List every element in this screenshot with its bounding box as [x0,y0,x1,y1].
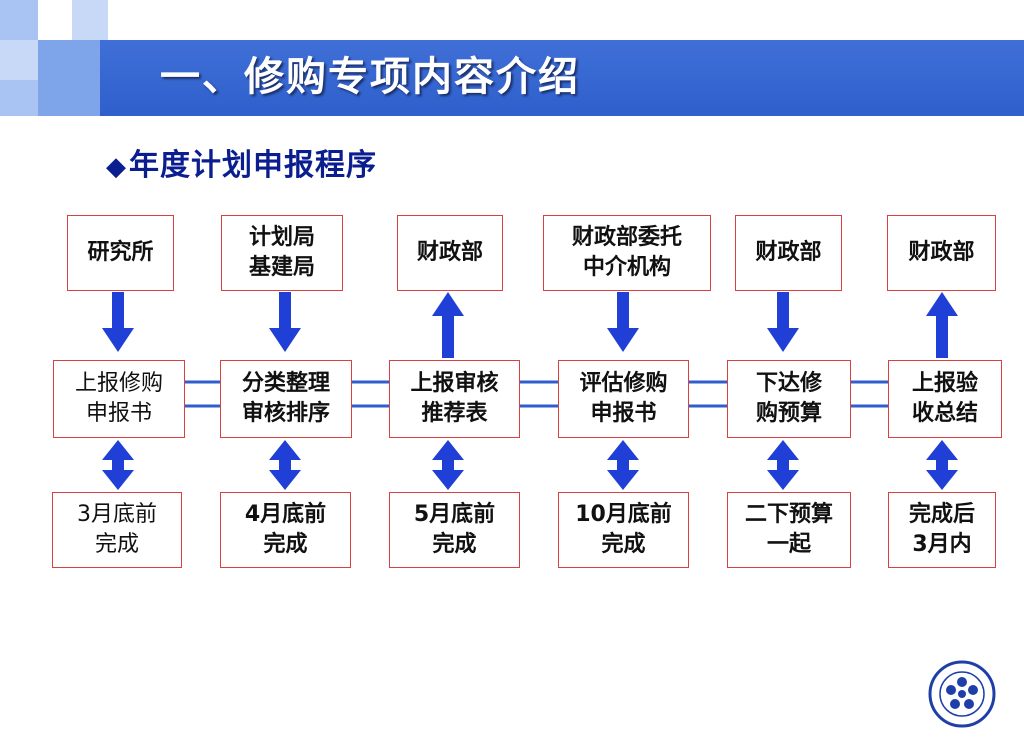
double-arrow-icon [607,440,639,490]
bottom-box-5: 二下预算 一起 [727,492,851,568]
double-arrow-icon [269,440,301,490]
double-arrow-icon [767,440,799,490]
bottom-box-6: 完成后 3月内 [888,492,996,568]
decor-square [0,0,38,40]
decor-square [0,80,38,116]
top-box-3: 财政部 [397,215,503,291]
bottom-box-3: 5月底前 完成 [389,492,520,568]
mid-box-6: 上报验 收总结 [888,360,1002,438]
top-box-1: 研究所 [67,215,174,291]
decor-square [0,40,38,80]
top-box-4: 财政部委托 中介机构 [543,215,711,291]
arrow-down-icon [607,292,639,352]
mid-box-4: 评估修购 申报书 [558,360,689,438]
arrow-up-icon [432,292,464,358]
page-title: 一、修购专项内容介绍 [160,54,580,100]
decor-square [38,40,100,116]
arrow-down-icon [269,292,301,352]
mid-box-5: 下达修 购预算 [727,360,851,438]
mid-box-3: 上报审核 推荐表 [389,360,520,438]
academy-logo-icon [928,660,996,728]
arrow-down-icon [102,292,134,352]
double-arrow-icon [926,440,958,490]
title-bar [100,40,1024,116]
bottom-box-4: 10月底前 完成 [558,492,689,568]
decor-square [38,0,72,40]
double-arrow-icon [102,440,134,490]
top-box-2: 计划局 基建局 [221,215,343,291]
section-subtitle: ◆年度计划申报程序 [106,140,377,184]
arrow-down-icon [767,292,799,352]
bottom-box-1: 3月底前 完成 [52,492,182,568]
double-arrow-icon [432,440,464,490]
mid-box-1: 上报修购 申报书 [53,360,185,438]
subtitle-text: 年度计划申报程序 [129,148,377,183]
diamond-bullet-icon: ◆ [106,152,127,182]
mid-box-2: 分类整理 审核排序 [220,360,352,438]
bottom-box-2: 4月底前 完成 [220,492,351,568]
decor-square [72,0,108,40]
top-box-5: 财政部 [735,215,842,291]
top-box-6: 财政部 [887,215,996,291]
arrow-up-icon [926,292,958,358]
